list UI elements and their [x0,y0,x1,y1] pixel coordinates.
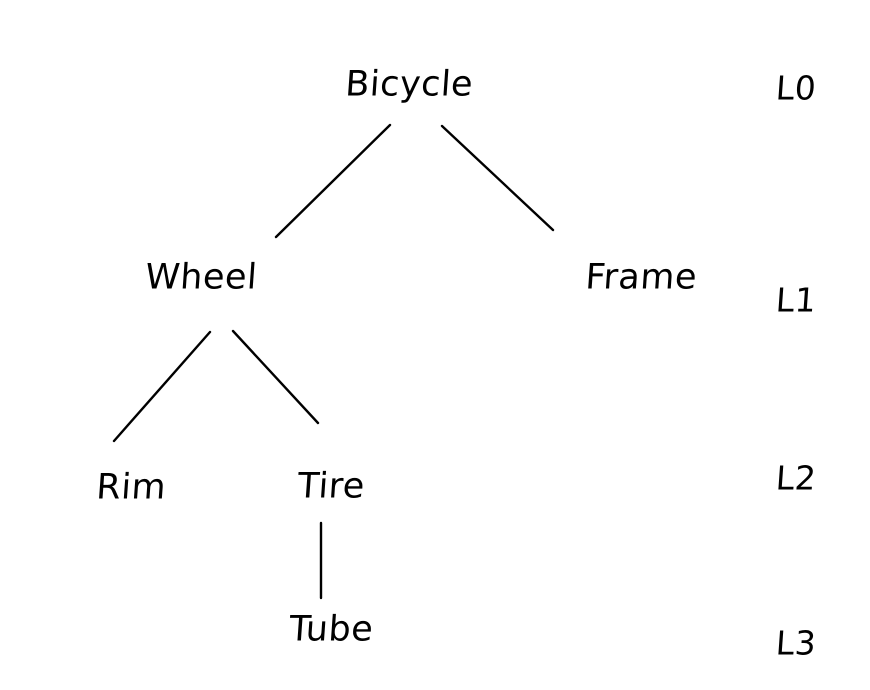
edge-bicycle-frame [440,124,555,232]
level-label-l1: L1 [774,280,818,320]
level-label-l3: L3 [774,623,818,663]
level-label-l0: L0 [774,68,818,108]
node-tube[interactable]: Tube [287,609,375,650]
node-frame[interactable]: Frame [584,257,699,298]
node-tire[interactable]: Tire [296,466,367,507]
node-wheel[interactable]: Wheel [143,257,259,298]
edge-bicycle-wheel [274,123,392,239]
node-rim[interactable]: Rim [95,467,168,508]
level-label-l2: L2 [774,458,818,498]
edge-wheel-tire [231,329,320,425]
node-bicycle[interactable]: Bicycle [344,64,475,105]
edge-wheel-rim [112,330,212,443]
